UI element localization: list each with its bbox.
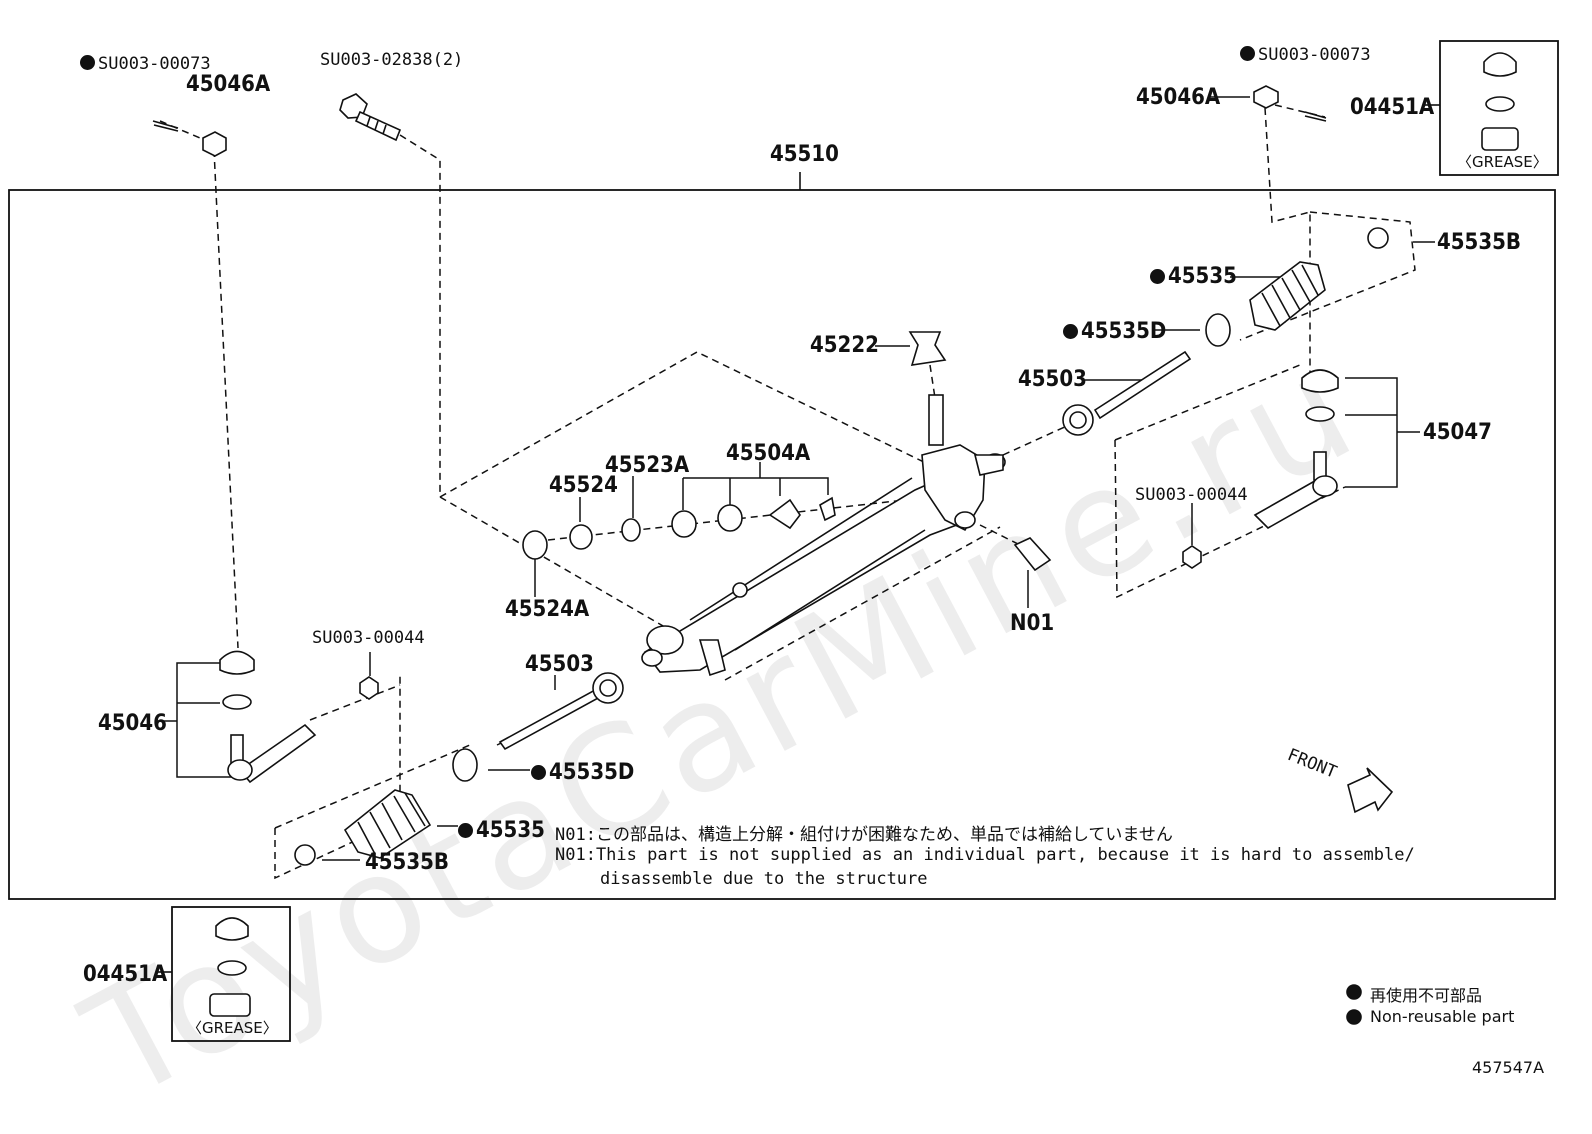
- clamp-45535b-left: [294, 844, 316, 866]
- non-reusable-dot: [458, 823, 473, 838]
- label-45524: 45524: [549, 473, 618, 498]
- clamp-45535d-right: [1205, 313, 1231, 347]
- grease-kit-box-top: [1439, 40, 1559, 176]
- part-45524a: [522, 530, 548, 560]
- o-ring-left: [222, 694, 252, 710]
- label-45510: 45510: [770, 142, 839, 167]
- grease-kit-cap-bottom: [215, 917, 249, 941]
- front-arrow: [1347, 767, 1394, 814]
- diagram-id: 457547A: [1472, 1058, 1545, 1077]
- assembly-frame: [8, 189, 1556, 900]
- non-reusable-dot: [1063, 324, 1078, 339]
- ball-joint-cap-right: [1301, 369, 1339, 393]
- label-45503-left: 45503: [525, 652, 594, 677]
- legend-dot-jp: [1346, 984, 1362, 1000]
- label-45046a-right: 45046A: [1136, 85, 1221, 110]
- label-45535b-right: 45535B: [1437, 230, 1521, 255]
- legend-en: Non-reusable part: [1370, 1007, 1515, 1026]
- label-45535-left: 45535: [458, 818, 545, 843]
- part-number: 45535: [476, 818, 545, 843]
- note-en-line2: disassemble due to the structure: [600, 869, 928, 889]
- castle-nut-left: [202, 131, 227, 157]
- part-number: 45535D: [1081, 319, 1167, 344]
- non-reusable-dot: [1240, 46, 1255, 61]
- clamp-45535d-left: [452, 748, 478, 782]
- label-04451a-top: 04451A: [1350, 95, 1435, 120]
- flange-bolt: [339, 93, 402, 142]
- label-45046a-left: 45046A: [186, 72, 271, 97]
- part-45504a-plug: [819, 496, 836, 522]
- ball-joint-cap-left: [219, 650, 255, 675]
- label-45504a: 45504A: [726, 441, 811, 466]
- legend-dot-en: [1346, 1009, 1362, 1025]
- label-n01: N01: [1010, 611, 1055, 636]
- part-number: 45535D: [549, 760, 635, 785]
- label-45523a: 45523A: [605, 453, 690, 478]
- label-45222: 45222: [810, 333, 879, 358]
- note-jp: N01:この部品は、構造上分解・組付けが困難なため、単品では補給していません: [555, 825, 1173, 845]
- non-reusable-dot: [80, 55, 95, 70]
- boot-left: [343, 789, 432, 859]
- grease-kit-tube-bottom: [209, 993, 251, 1017]
- note-en-line1: N01:This part is not supplied as an indi…: [555, 845, 1415, 865]
- bushing-n01: [1013, 537, 1052, 572]
- label-su003-02838: SU003-02838(2): [320, 50, 464, 70]
- label-45535b-left: 45535B: [365, 850, 449, 875]
- label-su003-00073-right: SU003-00073: [1240, 45, 1371, 65]
- part-number: 45535: [1168, 264, 1237, 289]
- label-45535d-left: 45535D: [531, 760, 634, 785]
- tie-rod-end-left: [227, 723, 317, 784]
- label-su003-00044-left: SU003-00044: [312, 628, 425, 648]
- legend-jp: 再使用不可部品: [1370, 986, 1483, 1005]
- part-45523a: [621, 518, 641, 542]
- label-45535d-right: 45535D: [1063, 319, 1166, 344]
- grease-kit-oring-top: [1485, 96, 1515, 112]
- castle-nut-right: [1253, 85, 1279, 109]
- label-45535-right: 45535: [1150, 264, 1237, 289]
- label-su003-00044-right: SU003-00044: [1135, 485, 1248, 505]
- label-04451a-bottom: 04451A: [83, 962, 168, 987]
- inner-tie-rod-right: [1062, 350, 1192, 436]
- part-45524: [569, 524, 593, 550]
- clamp-45535b-right: [1367, 227, 1389, 249]
- dust-cover-45222: [908, 331, 947, 366]
- part-45504a-yoke: [768, 498, 801, 530]
- nut-right-small: [1182, 545, 1202, 569]
- tie-rod-end-right: [1253, 451, 1338, 529]
- grease-kit-oring-bottom: [217, 960, 247, 976]
- grease-label-top: 〈GREASE〉: [1457, 153, 1548, 171]
- part-number: SU003-00073: [1258, 45, 1371, 65]
- non-reusable-dot: [1150, 269, 1165, 284]
- grease-kit-cap-top: [1483, 52, 1517, 77]
- non-reusable-dot: [531, 765, 546, 780]
- label-45046: 45046: [98, 711, 167, 736]
- steering-rack-diagram: [8, 40, 1559, 1042]
- grease-label-bottom: 〈GREASE〉: [187, 1019, 278, 1037]
- part-45504a-ring1: [671, 510, 697, 538]
- label-45503-right: 45503: [1018, 367, 1087, 392]
- nut-left-small: [359, 676, 379, 700]
- inner-tie-rod-left: [498, 672, 624, 751]
- cotter-pin-left: [152, 120, 179, 132]
- part-number: SU003-00073: [98, 54, 211, 74]
- o-ring-right: [1305, 406, 1335, 422]
- boot-right: [1249, 261, 1326, 331]
- label-45524a: 45524A: [505, 597, 590, 622]
- label-45047: 45047: [1423, 420, 1492, 445]
- grease-kit-box-bottom: [171, 906, 291, 1042]
- part-45504a-ring2: [717, 504, 743, 532]
- label-su003-00073-left: SU003-00073: [80, 54, 211, 74]
- cotter-pin-right: [1304, 111, 1327, 122]
- grease-kit-tube-top: [1481, 127, 1519, 151]
- rack-housing: [641, 394, 1006, 677]
